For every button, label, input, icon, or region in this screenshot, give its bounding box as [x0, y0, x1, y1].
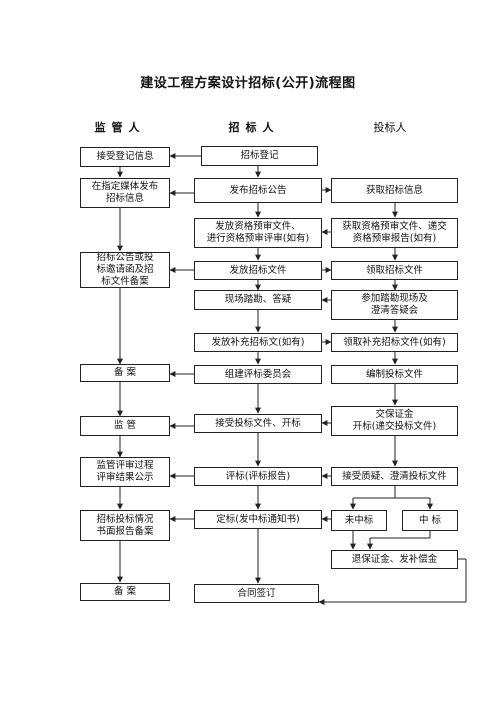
- column-header-supervisor: 监管人: [94, 121, 146, 134]
- box-filing-2: 备 案: [80, 583, 170, 601]
- box-winner: 中 标: [402, 510, 458, 531]
- box-publish-in-media: 在指定媒体发布 招标信息: [80, 178, 170, 208]
- column-header-bidder: 投标人: [373, 121, 407, 134]
- box-prepare-bid: 编制投标文件: [331, 365, 458, 384]
- box-contract: 合同签订: [194, 584, 319, 603]
- box-report-filing: 招标投标情况 书面报告备案: [80, 510, 170, 541]
- box-receive-docs: 领取招标文件: [331, 261, 458, 280]
- box-review-publicity: 监管评审过程 评审结果公示: [80, 457, 170, 487]
- box-supplement: 发放补充招标文(如有): [194, 333, 322, 352]
- box-obtain-info: 获取招标信息: [331, 178, 458, 203]
- box-site-visit: 现场踏勘、答疑: [194, 290, 322, 310]
- box-receive-registration: 接受登记信息: [80, 147, 170, 167]
- box-accept-query: 接受质疑、澄清投标文件: [331, 467, 458, 486]
- box-committee: 组建评标委员会: [194, 365, 322, 384]
- box-receive-bids: 接受投标文件、开标: [194, 414, 322, 433]
- box-notice-filing: 招标公告或投 标邀请函及招 标文件备案: [80, 252, 170, 288]
- box-award: 定标(发中标通知书): [194, 510, 322, 529]
- box-evaluation: 评标(评标报告): [194, 467, 322, 486]
- box-obtain-prequal: 获取资格预审文件、递交 资格预审报告(如有): [331, 218, 458, 248]
- box-submit-bid: 交保证金 开标(递交投标文件): [331, 406, 458, 436]
- box-issue-docs: 发放招标文件: [194, 261, 322, 280]
- box-receive-supplement: 领取补充招标文件(如有): [331, 333, 458, 352]
- page-title: 建设工程方案设计招标(公开)流程图: [140, 76, 356, 91]
- box-join-visit: 参加踏勘现场及 澄清答疑会: [331, 290, 458, 320]
- column-header-tenderer: 招标人: [228, 121, 280, 134]
- box-tender-registration: 招标登记: [201, 146, 318, 166]
- box-refund: 退保证金、发补偿金: [331, 550, 458, 569]
- box-not-winner: 未中标: [331, 510, 387, 531]
- box-filing-1: 备 案: [80, 364, 170, 382]
- box-publish-notice: 发布招标公告: [194, 178, 322, 203]
- box-supervise: 监 管: [80, 416, 170, 436]
- box-issue-prequal: 发放资格预审文件、 进行资格预审评审(如有): [194, 218, 322, 248]
